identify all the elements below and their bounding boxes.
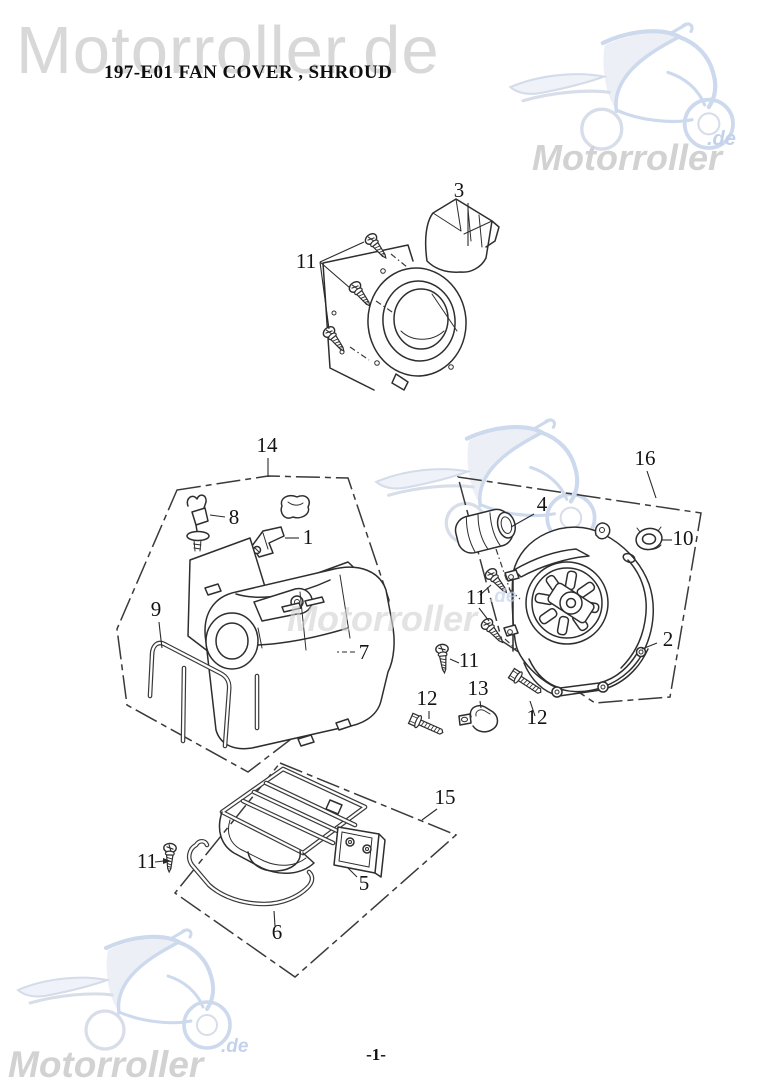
part-callout-5: 5 xyxy=(359,871,370,895)
part-callout-1: 1 xyxy=(303,525,314,549)
part-3-fan-cover-drawing xyxy=(322,198,500,391)
screw-drawing xyxy=(362,230,392,263)
part-callout-11: 11 xyxy=(459,648,479,672)
part-callout-11: 11 xyxy=(466,585,486,609)
part-callout-4: 4 xyxy=(537,492,548,516)
part-callout-6: 6 xyxy=(272,920,283,944)
part-callout-12: 12 xyxy=(527,705,548,729)
part-10-grommet-drawing xyxy=(635,526,663,551)
screw-drawing xyxy=(320,323,350,356)
part-callout-11: 11 xyxy=(137,849,157,873)
part-callout-15: 15 xyxy=(435,785,456,809)
part-9-wire-guard-drawing xyxy=(147,640,260,749)
part-1-bracket-drawing xyxy=(251,494,310,558)
part-callout-9: 9 xyxy=(151,597,162,621)
part-6-wire-frame-drawing xyxy=(186,838,315,907)
assembly-boundary-15 xyxy=(173,762,458,978)
page-number: -1- xyxy=(366,1045,386,1064)
part-8-clip-drawing xyxy=(186,494,210,552)
part-4-air-duct-drawing xyxy=(454,508,516,554)
brand-domain-watermark-text: .de xyxy=(489,586,517,607)
part-2-fan-cover-drawing xyxy=(503,522,655,698)
part-callout-10: 10 xyxy=(673,526,694,550)
brand-domain-watermark-text: .de xyxy=(221,1036,249,1057)
screw-11-bottom-drawing xyxy=(162,842,178,873)
brand-watermark-text: Motorroller xyxy=(532,137,724,178)
brand-domain-watermark-text: .de xyxy=(707,128,736,150)
callout-labels: 3 11 14 8 1 9 7 16 4 10 11 2 11 12 13 12… xyxy=(137,178,694,944)
page-title: 197-E01 FAN COVER , SHROUD xyxy=(104,62,393,83)
part-13-clamp-drawing xyxy=(458,704,499,733)
scooter-watermark-icon xyxy=(510,24,733,149)
part-callout-14: 14 xyxy=(257,433,279,457)
bolt-drawing xyxy=(407,711,447,740)
part-5-lower-shroud-drawing xyxy=(218,766,386,878)
screw-drawing xyxy=(434,643,452,675)
part-callout-2: 2 xyxy=(663,627,674,651)
part-callout-7: 7 xyxy=(359,640,370,664)
part-callout-13: 13 xyxy=(468,676,489,700)
scooter-watermark-icon xyxy=(16,927,232,1051)
part-callout-11: 11 xyxy=(296,249,316,273)
part-7-shroud-drawing xyxy=(187,537,395,750)
part-callout-3: 3 xyxy=(454,178,465,202)
part-callout-8: 8 xyxy=(229,505,240,529)
part-callout-16: 16 xyxy=(635,446,656,470)
screws-11-top-drawing xyxy=(320,230,408,361)
part-callout-12: 12 xyxy=(417,686,438,710)
assembly-boundary-16 xyxy=(456,476,702,704)
screw-drawing xyxy=(162,842,178,873)
brand-watermark-text-large: Motorroller.de xyxy=(16,13,440,88)
brand-watermark-text: Motorroller xyxy=(8,1044,206,1085)
brand-watermark-text: Motorroller xyxy=(287,598,479,639)
screws-11-12-13-right-drawing xyxy=(407,548,545,740)
callout-leader-lines xyxy=(154,203,672,927)
